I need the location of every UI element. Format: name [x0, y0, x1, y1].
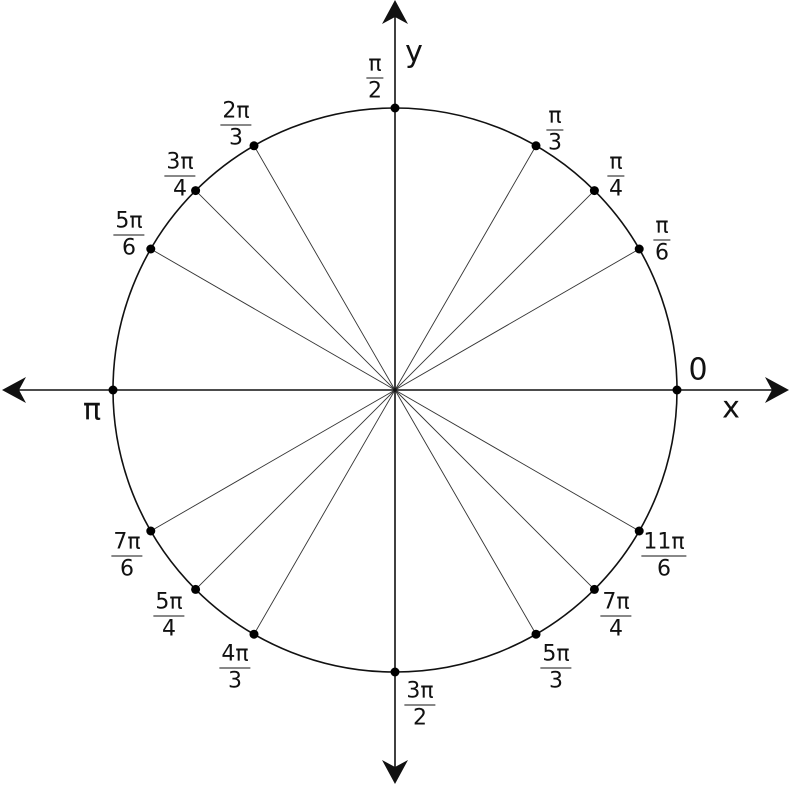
angle-point [249, 141, 259, 151]
angle-point [249, 629, 259, 639]
label-denominator: 4 [162, 616, 176, 642]
radius-lines [150, 145, 640, 635]
angle-point [531, 629, 541, 639]
label-denominator: 3 [549, 668, 563, 694]
label-denominator: 2 [413, 705, 427, 731]
label-numerator: 3π [404, 678, 436, 706]
label-numerator: 11π [641, 529, 687, 557]
angle-point [390, 103, 400, 113]
label-numerator: 5π [153, 589, 185, 617]
radius-line [394, 389, 537, 635]
label-numerator: 7π [111, 529, 143, 557]
angle-point [589, 186, 599, 196]
angle-label: π [82, 392, 102, 428]
label-numerator: π [607, 149, 625, 177]
radius-line [394, 389, 640, 532]
angle-point [634, 526, 644, 536]
angle-point [191, 584, 201, 594]
label-numerator: π [653, 213, 671, 241]
label-denominator: 6 [120, 556, 134, 582]
angle-point [191, 186, 201, 196]
radius-line [253, 389, 396, 635]
radius-line [253, 145, 396, 391]
angle-point [146, 244, 156, 254]
label-denominator: 6 [655, 240, 669, 266]
x-axis-label: x [722, 390, 740, 426]
label-denominator: 2 [368, 78, 382, 104]
angle-point [672, 385, 682, 395]
radius-line [394, 389, 595, 590]
angle-point [531, 141, 541, 151]
label-denominator: 4 [609, 616, 623, 642]
radius-line [394, 145, 537, 391]
label-numerator: 4π [219, 641, 251, 669]
angle-points [108, 103, 682, 677]
radius-line [394, 190, 595, 391]
radius-line [195, 389, 396, 590]
label-denominator: 4 [173, 176, 187, 202]
label-numerator: 3π [164, 149, 196, 177]
label-denominator: 3 [548, 130, 562, 156]
label-denominator: 3 [228, 668, 242, 694]
angle-label: 0 [688, 352, 708, 388]
label-numerator: 2π [220, 98, 252, 126]
label-numerator: 5π [113, 208, 145, 236]
label-denominator: 6 [122, 235, 136, 261]
label-numerator: π [546, 103, 564, 131]
angle-point [390, 667, 400, 677]
x-axis-right-arrow-icon [765, 377, 789, 403]
label-numerator: 7π [600, 589, 632, 617]
label-numerator: π [366, 51, 384, 79]
radius-line [150, 389, 396, 532]
y-axis-up-arrow-icon [382, 0, 408, 24]
angle-point [108, 385, 118, 395]
y-axis-label: y [405, 34, 423, 70]
radius-line [150, 248, 396, 391]
angle-point [589, 584, 599, 594]
radius-line [195, 190, 396, 391]
label-denominator: 4 [609, 176, 623, 202]
angle-point [146, 526, 156, 536]
y-axis-down-arrow-icon [382, 760, 408, 784]
radius-line [394, 248, 640, 391]
label-denominator: 3 [229, 125, 243, 151]
label-denominator: 6 [657, 556, 671, 582]
label-numerator: 5π [540, 641, 572, 669]
angle-point [634, 244, 644, 254]
x-axis-left-arrow-icon [2, 377, 26, 403]
